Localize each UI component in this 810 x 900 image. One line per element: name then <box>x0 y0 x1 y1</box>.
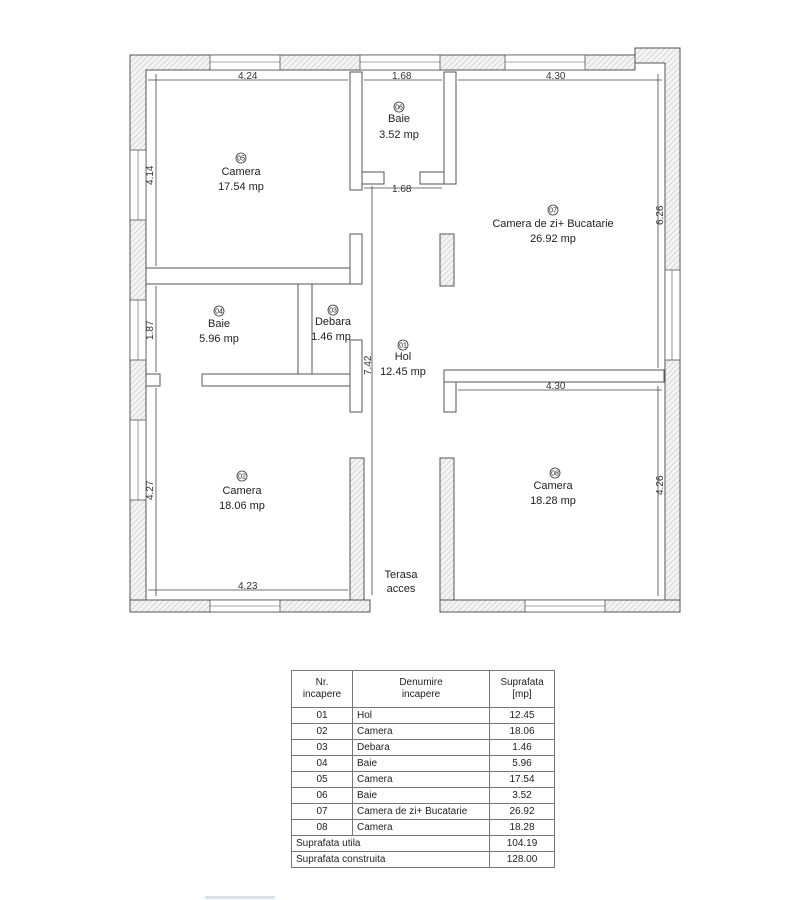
dimension-lines <box>148 74 662 596</box>
cell-nr: 02 <box>291 723 353 740</box>
table-row: 06 Baie 3.52 <box>291 787 555 804</box>
cell-nr: 03 <box>291 739 353 756</box>
cell-nr: 04 <box>291 755 353 772</box>
svg-text:Camera: Camera <box>222 485 262 497</box>
dim-7-42: 7.42 <box>363 355 374 375</box>
room-area-table: Nr. incapere Denumire incapere Suprafata… <box>291 670 555 868</box>
svg-text:06: 06 <box>395 105 403 112</box>
svg-text:17.54 mp: 17.54 mp <box>218 181 264 193</box>
svg-text:acces: acces <box>387 583 416 595</box>
svg-text:5.96 mp: 5.96 mp <box>199 333 239 345</box>
svg-text:Baie: Baie <box>388 113 410 125</box>
windows <box>129 54 681 613</box>
svg-text:04: 04 <box>215 309 223 316</box>
cell-area: 3.52 <box>489 787 555 804</box>
svg-text:3.52 mp: 3.52 mp <box>379 129 419 141</box>
table-row: 07 Camera de zi+ Bucatarie 26.92 <box>291 803 555 820</box>
svg-text:03: 03 <box>329 308 337 315</box>
dim-1-68-top: 1.68 <box>392 71 412 82</box>
cell-area: 26.92 <box>489 803 555 820</box>
dim-4-30-top: 4.30 <box>546 71 566 82</box>
dim-4-26: 4.26 <box>655 475 666 495</box>
svg-text:18.06 mp: 18.06 mp <box>219 500 265 512</box>
dimension-labels: 4.24 1.68 4.30 4.14 1.68 6.26 1.87 7.42 … <box>145 71 666 592</box>
cell-name: Baie <box>352 755 490 772</box>
dim-6-26: 6.26 <box>655 205 666 225</box>
svg-text:12.45 mp: 12.45 mp <box>380 366 426 378</box>
svg-text:Terasa: Terasa <box>384 569 418 581</box>
header-name: Denumire incapere <box>352 670 490 708</box>
table-header-row: Nr. incapere Denumire incapere Suprafata… <box>291 670 555 708</box>
svg-text:26.92 mp: 26.92 mp <box>530 233 576 245</box>
total-value: 128.00 <box>489 851 555 868</box>
svg-text:Camera: Camera <box>533 480 573 492</box>
svg-text:07: 07 <box>549 208 557 215</box>
svg-text:Hol: Hol <box>395 351 412 363</box>
terrace-label: Terasa acces <box>384 569 418 595</box>
svg-text:Baie: Baie <box>208 318 230 330</box>
svg-text:Debara: Debara <box>315 316 352 328</box>
total-row-useful: Suprafata utila 104.19 <box>291 835 555 852</box>
table-row: 02 Camera 18.06 <box>291 723 555 740</box>
total-row-built: Suprafata construita 128.00 <box>291 851 555 868</box>
svg-text:02: 02 <box>238 474 246 481</box>
table-row: 04 Baie 5.96 <box>291 755 555 772</box>
bottom-edge-mark <box>205 896 275 899</box>
header-nr: Nr. incapere <box>291 670 353 708</box>
room-label-01: 01 Hol 12.45 mp <box>380 339 426 378</box>
svg-text:Camera: Camera <box>221 166 261 178</box>
cell-nr: 06 <box>291 787 353 804</box>
dim-4-24: 4.24 <box>238 71 258 82</box>
svg-text:1.46 mp: 1.46 mp <box>311 331 351 343</box>
total-label: Suprafata construita <box>291 851 490 868</box>
cell-nr: 07 <box>291 803 353 820</box>
cell-area: 1.46 <box>489 739 555 756</box>
total-label: Suprafata utila <box>291 835 490 852</box>
room-label-04: 04 Baie 5.96 mp <box>199 305 239 345</box>
table-row: 03 Debara 1.46 <box>291 739 555 756</box>
room-label-07: 07 Camera de zi+ Bucatarie 26.92 mp <box>492 204 614 245</box>
room-label-02: 02 Camera 18.06 mp <box>219 470 265 512</box>
cell-nr: 01 <box>291 707 353 724</box>
room-label-03: 03 Debara 1.46 mp <box>311 304 352 343</box>
cell-area: 18.28 <box>489 819 555 836</box>
room-label-08: 08 Camera 18.28 mp <box>530 467 576 507</box>
dim-4-14: 4.14 <box>145 165 156 185</box>
svg-text:05: 05 <box>237 156 245 163</box>
total-value: 104.19 <box>489 835 555 852</box>
floor-plan: 4.24 1.68 4.30 4.14 1.68 6.26 1.87 7.42 … <box>129 47 681 613</box>
svg-text:Camera de zi+ Bucatarie: Camera de zi+ Bucatarie <box>492 218 613 230</box>
dim-1-87: 1.87 <box>145 320 156 340</box>
interior-walls <box>145 71 665 601</box>
dim-1-68-mid: 1.68 <box>392 184 412 195</box>
cell-name: Camera <box>352 723 490 740</box>
room-label-06: 06 Baie 3.52 mp <box>379 101 419 141</box>
table-row: 08 Camera 18.28 <box>291 819 555 836</box>
cell-area: 12.45 <box>489 707 555 724</box>
cell-name: Camera de zi+ Bucatarie <box>352 803 490 820</box>
table-row: 01 Hol 12.45 <box>291 707 555 724</box>
cell-name: Camera <box>352 771 490 788</box>
svg-text:18.28 mp: 18.28 mp <box>530 495 576 507</box>
cell-area: 5.96 <box>489 755 555 772</box>
cell-nr: 05 <box>291 771 353 788</box>
dim-4-30-mid: 4.30 <box>546 381 566 392</box>
cell-area: 18.06 <box>489 723 555 740</box>
header-area: Suprafata [mp] <box>489 670 555 708</box>
cell-name: Hol <box>352 707 490 724</box>
dim-4-23: 4.23 <box>238 581 258 592</box>
dim-4-27: 4.27 <box>145 480 156 500</box>
cell-area: 17.54 <box>489 771 555 788</box>
table-row: 05 Camera 17.54 <box>291 771 555 788</box>
room-label-05: 05 Camera 17.54 mp <box>218 152 264 193</box>
svg-text:01: 01 <box>399 343 407 350</box>
cell-name: Baie <box>352 787 490 804</box>
svg-text:08: 08 <box>551 471 559 478</box>
cell-name: Camera <box>352 819 490 836</box>
cell-nr: 08 <box>291 819 353 836</box>
cell-name: Debara <box>352 739 490 756</box>
